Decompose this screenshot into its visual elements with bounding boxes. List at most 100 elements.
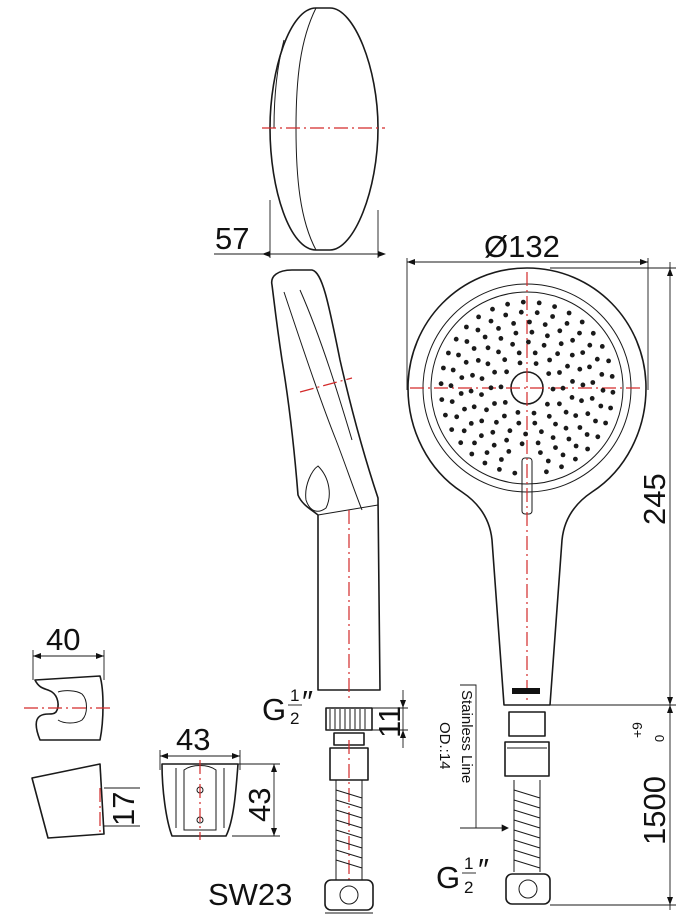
nozzle-dot — [610, 389, 616, 395]
nozzle-dot — [550, 314, 555, 319]
nozzle-dot — [560, 385, 566, 391]
svg-text:″: ″ — [302, 684, 313, 719]
nozzle-dot — [496, 326, 501, 331]
nozzle-dot — [573, 456, 578, 462]
nozzle-dot — [570, 337, 575, 343]
nozzle-dot — [534, 310, 540, 316]
nozzle-dot — [539, 429, 544, 435]
nozzle-dot — [609, 374, 615, 379]
holder-top-view — [24, 650, 113, 741]
nozzle-dot — [542, 322, 548, 327]
nozzle-dot — [502, 400, 508, 405]
nozzle-dot — [563, 409, 569, 415]
nozzle-dot — [555, 351, 560, 357]
nozzle-dot — [482, 460, 488, 466]
nozzle-dot — [606, 358, 611, 364]
dim-nut-size: SW23 — [208, 877, 292, 912]
nozzle-dot — [533, 361, 539, 366]
holder-front-view — [159, 750, 280, 840]
nozzle-dot — [577, 366, 583, 372]
nozzle-dot — [462, 406, 467, 412]
nozzle-dot — [529, 329, 535, 335]
nozzle-dot — [557, 328, 563, 334]
nozzle-dot — [577, 425, 583, 430]
nozzle-dot — [482, 334, 488, 340]
nozzle-dot — [565, 363, 570, 369]
nozzle-dot — [479, 433, 484, 439]
nozzle-dot — [552, 304, 557, 309]
nozzle-dot — [468, 388, 474, 394]
nozzle-dot — [553, 445, 558, 450]
dim-hose-tolerance-lower: 0 — [652, 735, 667, 742]
nozzle-dot — [450, 367, 456, 373]
nozzle-dot — [526, 339, 531, 345]
nozzle-dot — [475, 327, 481, 333]
nozzle-dot — [492, 369, 497, 375]
nozzle-dot — [453, 336, 459, 342]
nozzle-dot — [502, 413, 507, 419]
nozzle-dot — [545, 458, 551, 464]
nozzle-dot — [438, 381, 444, 387]
nozzle-dot — [503, 312, 509, 318]
nozzle-dot — [484, 450, 490, 455]
nozzle-dot — [459, 375, 465, 380]
nozzle-dot — [498, 384, 504, 390]
nozzle-dot — [484, 407, 489, 413]
nozzle-dot — [448, 383, 454, 389]
nozzle-dot — [560, 452, 566, 458]
svg-text:1: 1 — [290, 686, 299, 705]
dim-hose-length: 1500 — [637, 776, 672, 845]
nozzle-dot — [532, 350, 538, 356]
nozzle-dot — [464, 324, 469, 330]
nozzle-dot — [485, 345, 491, 351]
nozzle-dot — [476, 314, 481, 320]
thread-label-upper: G 1 2 ″ — [262, 684, 313, 728]
nozzle-dot — [523, 431, 528, 437]
nozzle-dot — [585, 446, 590, 452]
nozzle-dot — [527, 319, 532, 325]
nozzle-dot — [599, 344, 605, 349]
nozzle-dot — [492, 401, 497, 406]
nozzle-dot — [603, 420, 608, 426]
nozzle-dot — [569, 395, 575, 400]
nozzle-dot — [587, 342, 593, 348]
spray-nozzles — [438, 299, 616, 476]
dim-holder-width-front: 43 — [176, 722, 210, 757]
nozzle-dot — [512, 470, 518, 476]
nozzle-dot — [536, 300, 542, 306]
nozzle-dot — [496, 349, 501, 355]
nozzle-dot — [520, 299, 526, 305]
nozzle-dot — [577, 330, 582, 336]
nozzle-dot — [511, 321, 516, 326]
nozzle-dot — [546, 371, 552, 376]
nozzle-dot — [579, 398, 584, 404]
nozzle-dot — [506, 449, 512, 454]
nozzle-dot — [531, 410, 537, 416]
nozzle-dot — [573, 413, 579, 418]
nozzle-dot — [439, 397, 445, 402]
nozzle-dot — [598, 403, 604, 409]
nozzle-dot — [584, 432, 590, 437]
svg-text:G: G — [436, 860, 460, 895]
nozzle-dot — [488, 318, 494, 324]
nozzle-dot — [532, 420, 538, 426]
nozzle-dot — [458, 391, 464, 396]
nozzle-dot — [587, 364, 592, 370]
nozzle-dot — [599, 372, 605, 377]
nozzle-dot — [463, 359, 469, 365]
nozzle-dot — [553, 421, 558, 427]
nozzle-dot — [538, 450, 543, 455]
nozzle-dot — [519, 441, 525, 447]
nozzle-dot — [550, 386, 556, 392]
svg-text:2: 2 — [464, 878, 473, 897]
nozzle-dot — [590, 380, 596, 385]
nozzle-dot — [566, 310, 572, 316]
nozzle-dot — [458, 440, 464, 446]
handshower-side-view — [270, 269, 408, 914]
nozzle-dot — [513, 330, 519, 336]
nozzle-dot — [559, 464, 564, 470]
nozzle-dot — [502, 357, 508, 363]
nozzle-dot — [510, 341, 515, 347]
nozzle-dot — [490, 429, 496, 435]
